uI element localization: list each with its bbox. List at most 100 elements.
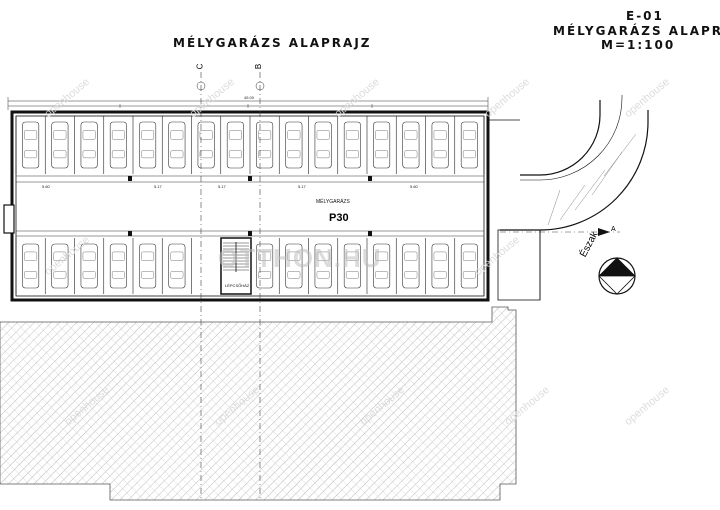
car-windshield bbox=[199, 130, 213, 140]
north-arrow bbox=[598, 257, 636, 295]
room-name-label: MÉLYGARÁZS bbox=[316, 199, 350, 205]
car-outline bbox=[373, 121, 391, 169]
car-outline bbox=[285, 121, 303, 169]
stair-core bbox=[220, 237, 252, 295]
car-rear-window bbox=[82, 271, 96, 279]
car-windshield bbox=[462, 251, 476, 261]
car-outline bbox=[109, 243, 127, 289]
stair-label: LÉPCSŐHÁZ bbox=[225, 283, 250, 288]
car-outline bbox=[139, 121, 157, 169]
car-outline bbox=[314, 121, 332, 169]
car-outline bbox=[285, 243, 303, 289]
car-windshield bbox=[316, 130, 330, 140]
car-windshield bbox=[375, 251, 389, 261]
car-outline bbox=[168, 121, 186, 169]
car-outline bbox=[22, 121, 40, 169]
plan-title: MÉLYGARÁZS ALAPRAJZ bbox=[173, 36, 372, 50]
car-outline bbox=[402, 121, 420, 169]
car-rear-window bbox=[170, 271, 184, 279]
car-outline bbox=[460, 121, 478, 169]
dimension-bay-1: 5.60 bbox=[42, 184, 50, 189]
car-windshield bbox=[24, 130, 38, 140]
car-rear-window bbox=[433, 271, 447, 279]
sheet-code: E-01 bbox=[626, 9, 664, 23]
car-windshield bbox=[53, 130, 67, 140]
car-windshield bbox=[170, 130, 184, 140]
car-outline bbox=[373, 243, 391, 289]
car-windshield bbox=[258, 130, 272, 140]
car-windshield bbox=[141, 130, 155, 140]
car-rear-window bbox=[82, 150, 96, 159]
car-rear-window bbox=[24, 150, 38, 159]
car-outline bbox=[226, 121, 244, 169]
car-rear-window bbox=[24, 271, 38, 279]
dimension-bay-4: 5.17 bbox=[298, 184, 306, 189]
car-windshield bbox=[24, 251, 38, 261]
car-outline bbox=[314, 243, 332, 289]
car-outline bbox=[22, 243, 40, 289]
car-outline bbox=[431, 243, 449, 289]
dimension-total: 45.00 bbox=[244, 95, 255, 100]
grid-axis-label-c: C bbox=[195, 63, 205, 70]
section-marker-arrow bbox=[598, 228, 610, 236]
car-windshield bbox=[53, 251, 67, 261]
car-rear-window bbox=[375, 271, 389, 279]
car-windshield bbox=[141, 251, 155, 261]
car-windshield bbox=[433, 130, 447, 140]
car-outline bbox=[343, 243, 361, 289]
car-rear-window bbox=[111, 271, 125, 279]
car-windshield bbox=[316, 251, 330, 261]
building-footprint-hatch bbox=[0, 306, 517, 501]
car-rear-window bbox=[53, 150, 67, 159]
room-code-label: P30 bbox=[329, 212, 349, 224]
dimension-bay-5: 5.60 bbox=[410, 184, 418, 189]
car-windshield bbox=[462, 130, 476, 140]
car-outline bbox=[168, 243, 186, 289]
car-rear-window bbox=[287, 150, 301, 159]
car-outline bbox=[256, 121, 274, 169]
car-rear-window bbox=[53, 271, 67, 279]
car-windshield bbox=[82, 251, 96, 261]
car-outline bbox=[80, 243, 98, 289]
car-rear-window bbox=[228, 150, 242, 159]
car-rear-window bbox=[111, 150, 125, 159]
car-rear-window bbox=[345, 271, 359, 279]
car-rear-window bbox=[199, 150, 213, 159]
car-windshield bbox=[111, 130, 125, 140]
car-rear-window bbox=[404, 150, 418, 159]
car-rear-window bbox=[462, 150, 476, 159]
top-dimension-lines bbox=[7, 97, 489, 110]
car-outline bbox=[80, 121, 98, 169]
car-rear-window bbox=[345, 150, 359, 159]
car-outline bbox=[197, 121, 215, 169]
car-outline bbox=[431, 121, 449, 169]
car-windshield bbox=[345, 130, 359, 140]
car-rear-window bbox=[316, 150, 330, 159]
sheet-scale: M=1:100 bbox=[601, 38, 676, 52]
car-rear-window bbox=[287, 271, 301, 279]
section-marker-label: A bbox=[611, 226, 616, 233]
dimension-bay-3: 5.17 bbox=[218, 184, 226, 189]
car-rear-window bbox=[258, 271, 272, 279]
car-outline bbox=[139, 243, 157, 289]
car-windshield bbox=[433, 251, 447, 261]
car-windshield bbox=[111, 251, 125, 261]
car-windshield bbox=[404, 251, 418, 261]
car-rear-window bbox=[141, 150, 155, 159]
car-rear-window bbox=[433, 150, 447, 159]
car-rear-window bbox=[141, 271, 155, 279]
car-windshield bbox=[82, 130, 96, 140]
car-outline bbox=[402, 243, 420, 289]
axis-bubbles bbox=[196, 81, 265, 91]
watermark-center: OTTHON.HU bbox=[218, 243, 382, 273]
parking-stalls-top-row bbox=[15, 116, 485, 174]
car-outline bbox=[343, 121, 361, 169]
car-windshield bbox=[287, 251, 301, 261]
car-outline bbox=[460, 243, 478, 289]
car-rear-window bbox=[258, 150, 272, 159]
sheet-title: MÉLYGARÁZS ALAPRAJZ bbox=[553, 24, 720, 38]
car-outline bbox=[51, 121, 69, 169]
car-windshield bbox=[228, 130, 242, 140]
car-outline bbox=[109, 121, 127, 169]
